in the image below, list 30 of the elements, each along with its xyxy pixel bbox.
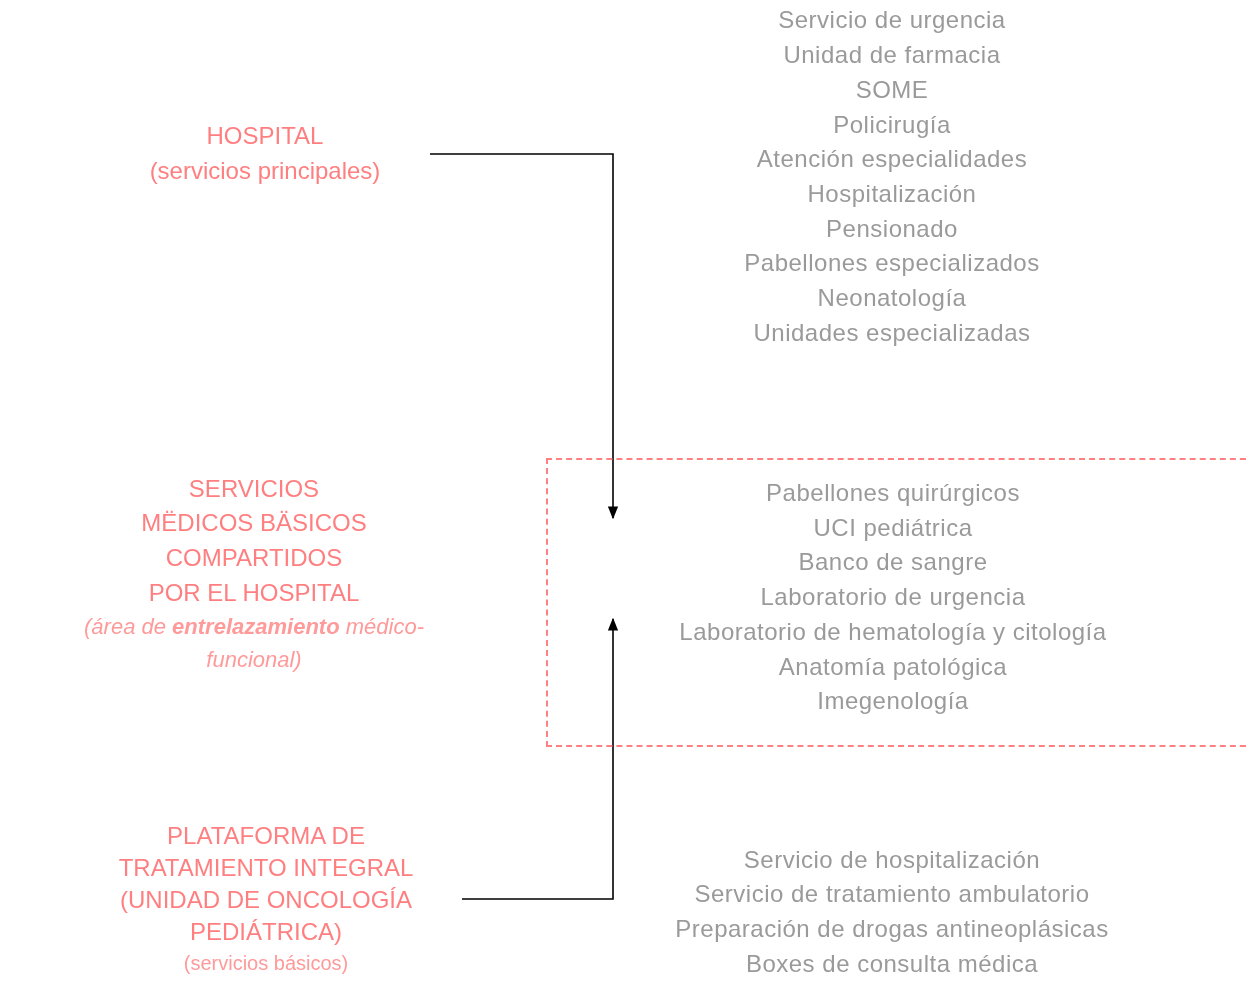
- service-item: Laboratorio de hematología y citología: [679, 616, 1107, 647]
- service-item: Unidad de farmacia: [783, 40, 1001, 71]
- section-subheading: (servicios principales): [148, 156, 382, 186]
- service-item: Neonatología: [817, 283, 967, 314]
- service-item: UCI pediátrica: [813, 512, 973, 543]
- section-heading: PLATAFORMA DE TRATAMIENTO INTEGRAL (UNIDAD DE ONCOLOGÍA PEDIÁTRICA): [117, 821, 415, 947]
- service-item: Atención especialidades: [756, 144, 1028, 175]
- arrow: [429, 153, 619, 520]
- service-item: Boxes de consulta médica: [745, 948, 1039, 979]
- section-subheading: (área de entrelazamiento médico-funcional): [84, 613, 424, 675]
- service-item: SOME: [855, 74, 929, 105]
- arrow: [461, 617, 619, 900]
- service-item: Pensionado: [826, 213, 958, 244]
- service-item: Servicio de urgencia: [778, 5, 1006, 36]
- section-heading: SERVICIOS MËDICOS BÄSICOS COMPARTIDOS POR EL HOSPITAL: [140, 473, 368, 608]
- section-subheading: (servicios básicos): [182, 951, 350, 976]
- section-heading: HOSPITAL: [205, 121, 325, 152]
- service-item: Imegenología: [817, 686, 969, 717]
- service-item: Pabellones quirúrgicos: [766, 478, 1020, 508]
- service-item: Anatomía patológica: [778, 651, 1008, 682]
- service-item: Hospitalización: [807, 179, 977, 209]
- service-item: Banco de sangre: [798, 547, 988, 578]
- service-item: Servicio de hospitalización: [743, 844, 1041, 875]
- dashed-area: [546, 458, 1246, 747]
- service-item: Policirugía: [833, 109, 951, 140]
- service-item: Preparación de drogas antineoplásicas: [675, 914, 1109, 944]
- service-item: Pabellones especializados: [744, 248, 1040, 279]
- service-item: Laboratorio de urgencia: [760, 582, 1026, 613]
- service-item: Unidades especializadas: [753, 317, 1031, 348]
- service-item: Servicio de tratamiento ambulatorio: [694, 879, 1090, 910]
